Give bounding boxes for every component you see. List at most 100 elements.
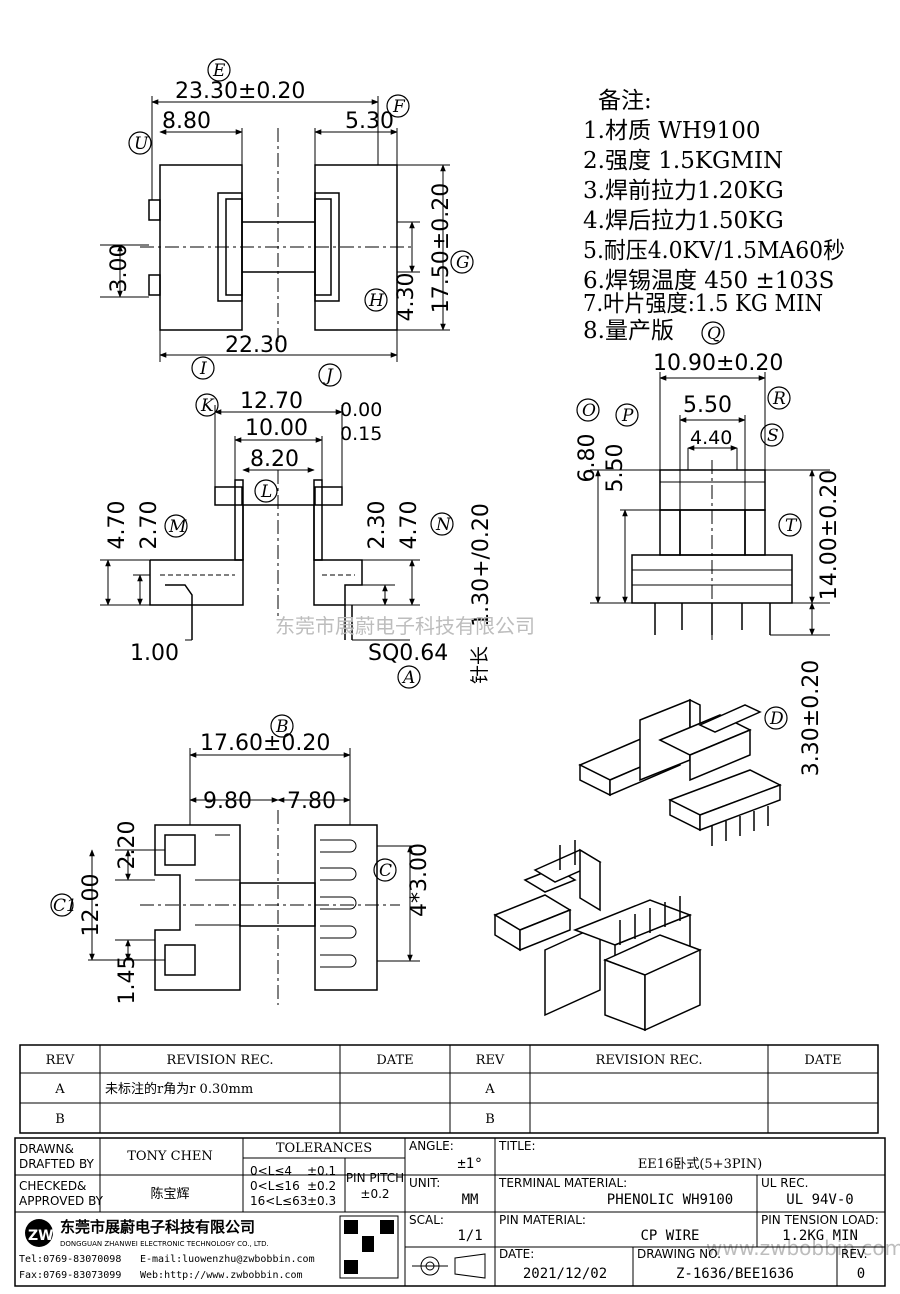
note-5: 5.耐压4.0KV/1.5MA60秒 <box>583 238 845 264</box>
dim-A: SQ0.64 <box>368 641 448 666</box>
ul-label: UL REC. <box>761 1176 808 1190</box>
terminal-material-label: TERMINAL MATERIAL: <box>498 1176 627 1190</box>
svg-text:F: F <box>392 97 406 117</box>
svg-text:M: M <box>168 517 187 537</box>
tolerances-label: TOLERANCES <box>276 1141 372 1156</box>
scal-value: 1/1 <box>457 1228 482 1244</box>
svg-text:B: B <box>275 717 289 737</box>
dim-front-offset: 1.00 <box>130 641 179 666</box>
dim-tol-top: 0.00 <box>340 399 382 421</box>
bottom-view <box>88 748 420 1005</box>
tol-value-1: ±0.1 <box>307 1164 336 1178</box>
watermark: 东莞市展蔚电子科技有限公司 <box>275 614 535 638</box>
checked-label-2: APPROVED BY <box>19 1194 104 1208</box>
svg-text:C: C <box>379 861 392 881</box>
tol-range-1: 0<L≤4 <box>250 1164 292 1178</box>
dim-Q: 10.90±0.20 <box>653 351 783 376</box>
top-view <box>100 96 450 362</box>
svg-text:D: D <box>769 709 784 729</box>
dim-top-3: 3.00 <box>107 244 132 293</box>
title-block-text: DRAWN& DRAFTED BY TONY CHEN CHECKED& APP… <box>19 1139 879 1282</box>
title-label: TITLE: <box>498 1139 536 1153</box>
svg-text:I: I <box>199 359 207 379</box>
dim-bottom-h-bottom: 1.45 <box>115 956 140 1005</box>
svg-text:C1: C1 <box>53 896 77 916</box>
drawing-no-value: Z-1636/BEE1636 <box>676 1266 794 1282</box>
note-2: 2.强度 1.5KGMIN <box>583 148 783 174</box>
terminal-material-value: PHENOLIC WH9100 <box>607 1192 733 1208</box>
company-name-en: DONGGUAN ZHANWEI ELECTRONIC TECHNOLOGY C… <box>60 1240 269 1248</box>
pin-material-label: PIN MATERIAL: <box>499 1213 586 1227</box>
company-name-cn: 东莞市展蔚电子科技有限公司 <box>60 1218 255 1236</box>
rev-header-2: REVISION REC. <box>167 1053 274 1068</box>
date-value: 2021/12/02 <box>523 1266 607 1282</box>
isometric-view-2 <box>493 840 702 1032</box>
checked-value: 陈宝辉 <box>150 1186 189 1202</box>
svg-text:H: H <box>368 291 385 311</box>
tol-value-3: ±0.3 <box>307 1194 336 1208</box>
dimension-labels: 23.30±0.20 8.80 5.30 3.00 4.30 17.50±0.2… <box>79 79 842 1004</box>
rev-row-a-rev: A <box>54 1082 65 1097</box>
rev-header-4: REV <box>476 1053 505 1068</box>
angle-value: ±1° <box>457 1156 482 1172</box>
checked-label-1: CHECKED& <box>19 1179 86 1193</box>
dim-P: 5.50 <box>603 444 628 493</box>
svg-text:N: N <box>435 515 452 535</box>
dim-bottom-h-top: 2.20 <box>115 821 140 870</box>
company-email: E-mail:luowenzhu@zwbobbin.com <box>140 1254 315 1265</box>
note-6: 6.焊锡温度 450 ±103S <box>583 268 834 294</box>
rev-header-1: REV <box>46 1053 75 1068</box>
company-fax: Fax:0769-83073099 <box>19 1270 121 1281</box>
front-view <box>100 405 420 641</box>
svg-text:A: A <box>401 668 415 688</box>
svg-text:R: R <box>772 389 786 409</box>
dim-L: 8.20 <box>250 447 299 472</box>
title-block <box>14 1137 886 1287</box>
svg-text:K: K <box>200 396 215 416</box>
scal-label: SCAL: <box>409 1213 444 1227</box>
svg-text:P: P <box>621 406 634 426</box>
dim-H: 4.30 <box>394 273 419 322</box>
drawing-no-label: DRAWING NO. <box>637 1247 721 1261</box>
rev-row-b-rev: B <box>55 1112 65 1127</box>
svg-text:E: E <box>212 61 226 81</box>
note-8: 8.量产版 <box>583 318 674 344</box>
ul-value: UL 94V-0 <box>786 1192 853 1208</box>
dim-C1: 12.00 <box>79 874 104 937</box>
pin-material-value: CP WIRE <box>640 1228 699 1244</box>
drawn-label-1: DRAWN& <box>19 1142 74 1156</box>
company-tel: Tel:0769-83070098 <box>19 1254 121 1265</box>
note-1: 1.材质 WH9100 <box>583 118 761 144</box>
unit-label: UNIT: <box>409 1176 440 1190</box>
note-3: 3.焊前拉力1.20KG <box>583 178 784 204</box>
circled-labels <box>50 58 802 917</box>
dim-T: 14.00±0.20 <box>817 470 842 600</box>
dim-S: 4.40 <box>690 427 732 449</box>
dim-K: 12.70 <box>240 389 303 414</box>
dim-F: 5.30 <box>345 109 394 134</box>
pin-pitch-label: PIN PITCH <box>346 1171 404 1185</box>
rev-header-3: DATE <box>376 1053 413 1068</box>
revision-table-text: REV REVISION REC. DATE REV REVISION REC.… <box>46 1053 842 1127</box>
dim-front-h3: 2.30 <box>365 501 390 550</box>
tol-range-2: 0<L≤16 <box>250 1179 300 1193</box>
dim-R: 5.50 <box>683 393 732 418</box>
rev-value: 0 <box>857 1266 865 1282</box>
date-label: DATE: <box>499 1247 534 1261</box>
logo-icon: ZW <box>28 1228 54 1244</box>
dim-B: 17.60±0.20 <box>200 731 330 756</box>
svg-text:J: J <box>323 366 334 386</box>
dim-D: 3.30±0.20 <box>799 660 824 776</box>
svg-text:O: O <box>582 401 596 421</box>
pin-pitch-value: ±0.2 <box>360 1187 389 1201</box>
dim-E: 23.30±0.20 <box>175 79 305 104</box>
rev-row-a-rec: 未标注的r角为r 0.30mm <box>105 1081 253 1097</box>
dim-U: 8.80 <box>162 109 211 134</box>
dim-C: 4*3.00 <box>407 843 432 917</box>
dim-G: 17.50±0.20 <box>429 183 454 313</box>
rev-header-5: REVISION REC. <box>596 1053 703 1068</box>
revision-table <box>19 1044 879 1134</box>
svg-text:L: L <box>260 482 272 502</box>
dim-pin-len-note: 针长 <box>469 646 491 684</box>
